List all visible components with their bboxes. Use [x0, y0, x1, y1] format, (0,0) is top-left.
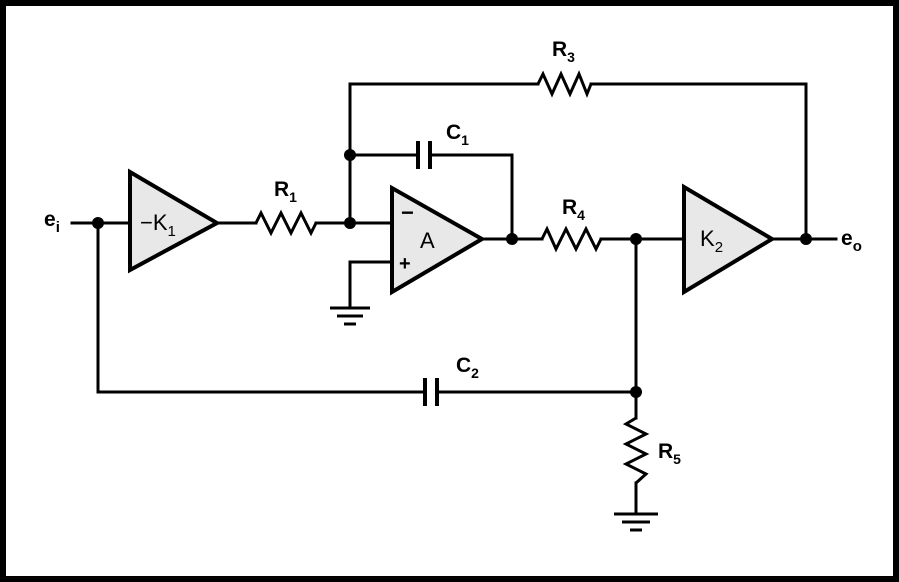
r4-label: R4 — [562, 196, 585, 223]
wires — [70, 82, 838, 514]
r5-label: R5 — [658, 440, 681, 467]
junction-inverting — [344, 217, 356, 229]
junction-r5 — [630, 386, 642, 398]
input-label: ei — [44, 208, 60, 236]
resistor-r5 — [622, 416, 650, 485]
r3-right-wire — [589, 82, 808, 241]
k1-label: −K1 — [140, 210, 176, 240]
a-plus-label: + — [399, 253, 411, 275]
amplifier-k2 — [682, 183, 776, 296]
junction-output — [800, 233, 812, 245]
resistor-r1 — [254, 209, 318, 237]
c1-label: C1 — [446, 121, 469, 148]
opamp-a — [390, 184, 486, 296]
r1-label: R1 — [274, 178, 297, 205]
c1-right-wire — [428, 153, 514, 241]
output-label: eo — [841, 227, 862, 255]
c2-left-wire — [96, 221, 427, 394]
resistor-r4 — [540, 225, 603, 253]
resistor-r3 — [536, 70, 593, 99]
a-label: A — [420, 228, 435, 253]
junction-input — [92, 217, 104, 229]
ground-symbol-a — [330, 306, 370, 326]
r3-left-wire — [348, 82, 540, 225]
c2-label: C2 — [456, 354, 479, 381]
noninv-ground-wire — [348, 260, 394, 307]
junction-dots — [92, 149, 812, 398]
k2-label: K2 — [700, 226, 723, 256]
ground-symbol-r5 — [614, 512, 658, 532]
r3-label: R3 — [552, 38, 575, 65]
capacitor-c1 — [416, 141, 432, 169]
junction-a-output — [506, 233, 518, 245]
a-minus-label: − — [401, 200, 414, 225]
junction-k2-input — [630, 233, 642, 245]
amplifier-k1 — [128, 168, 222, 274]
capacitor-c2 — [423, 378, 439, 406]
junction-c1-left — [344, 149, 356, 161]
